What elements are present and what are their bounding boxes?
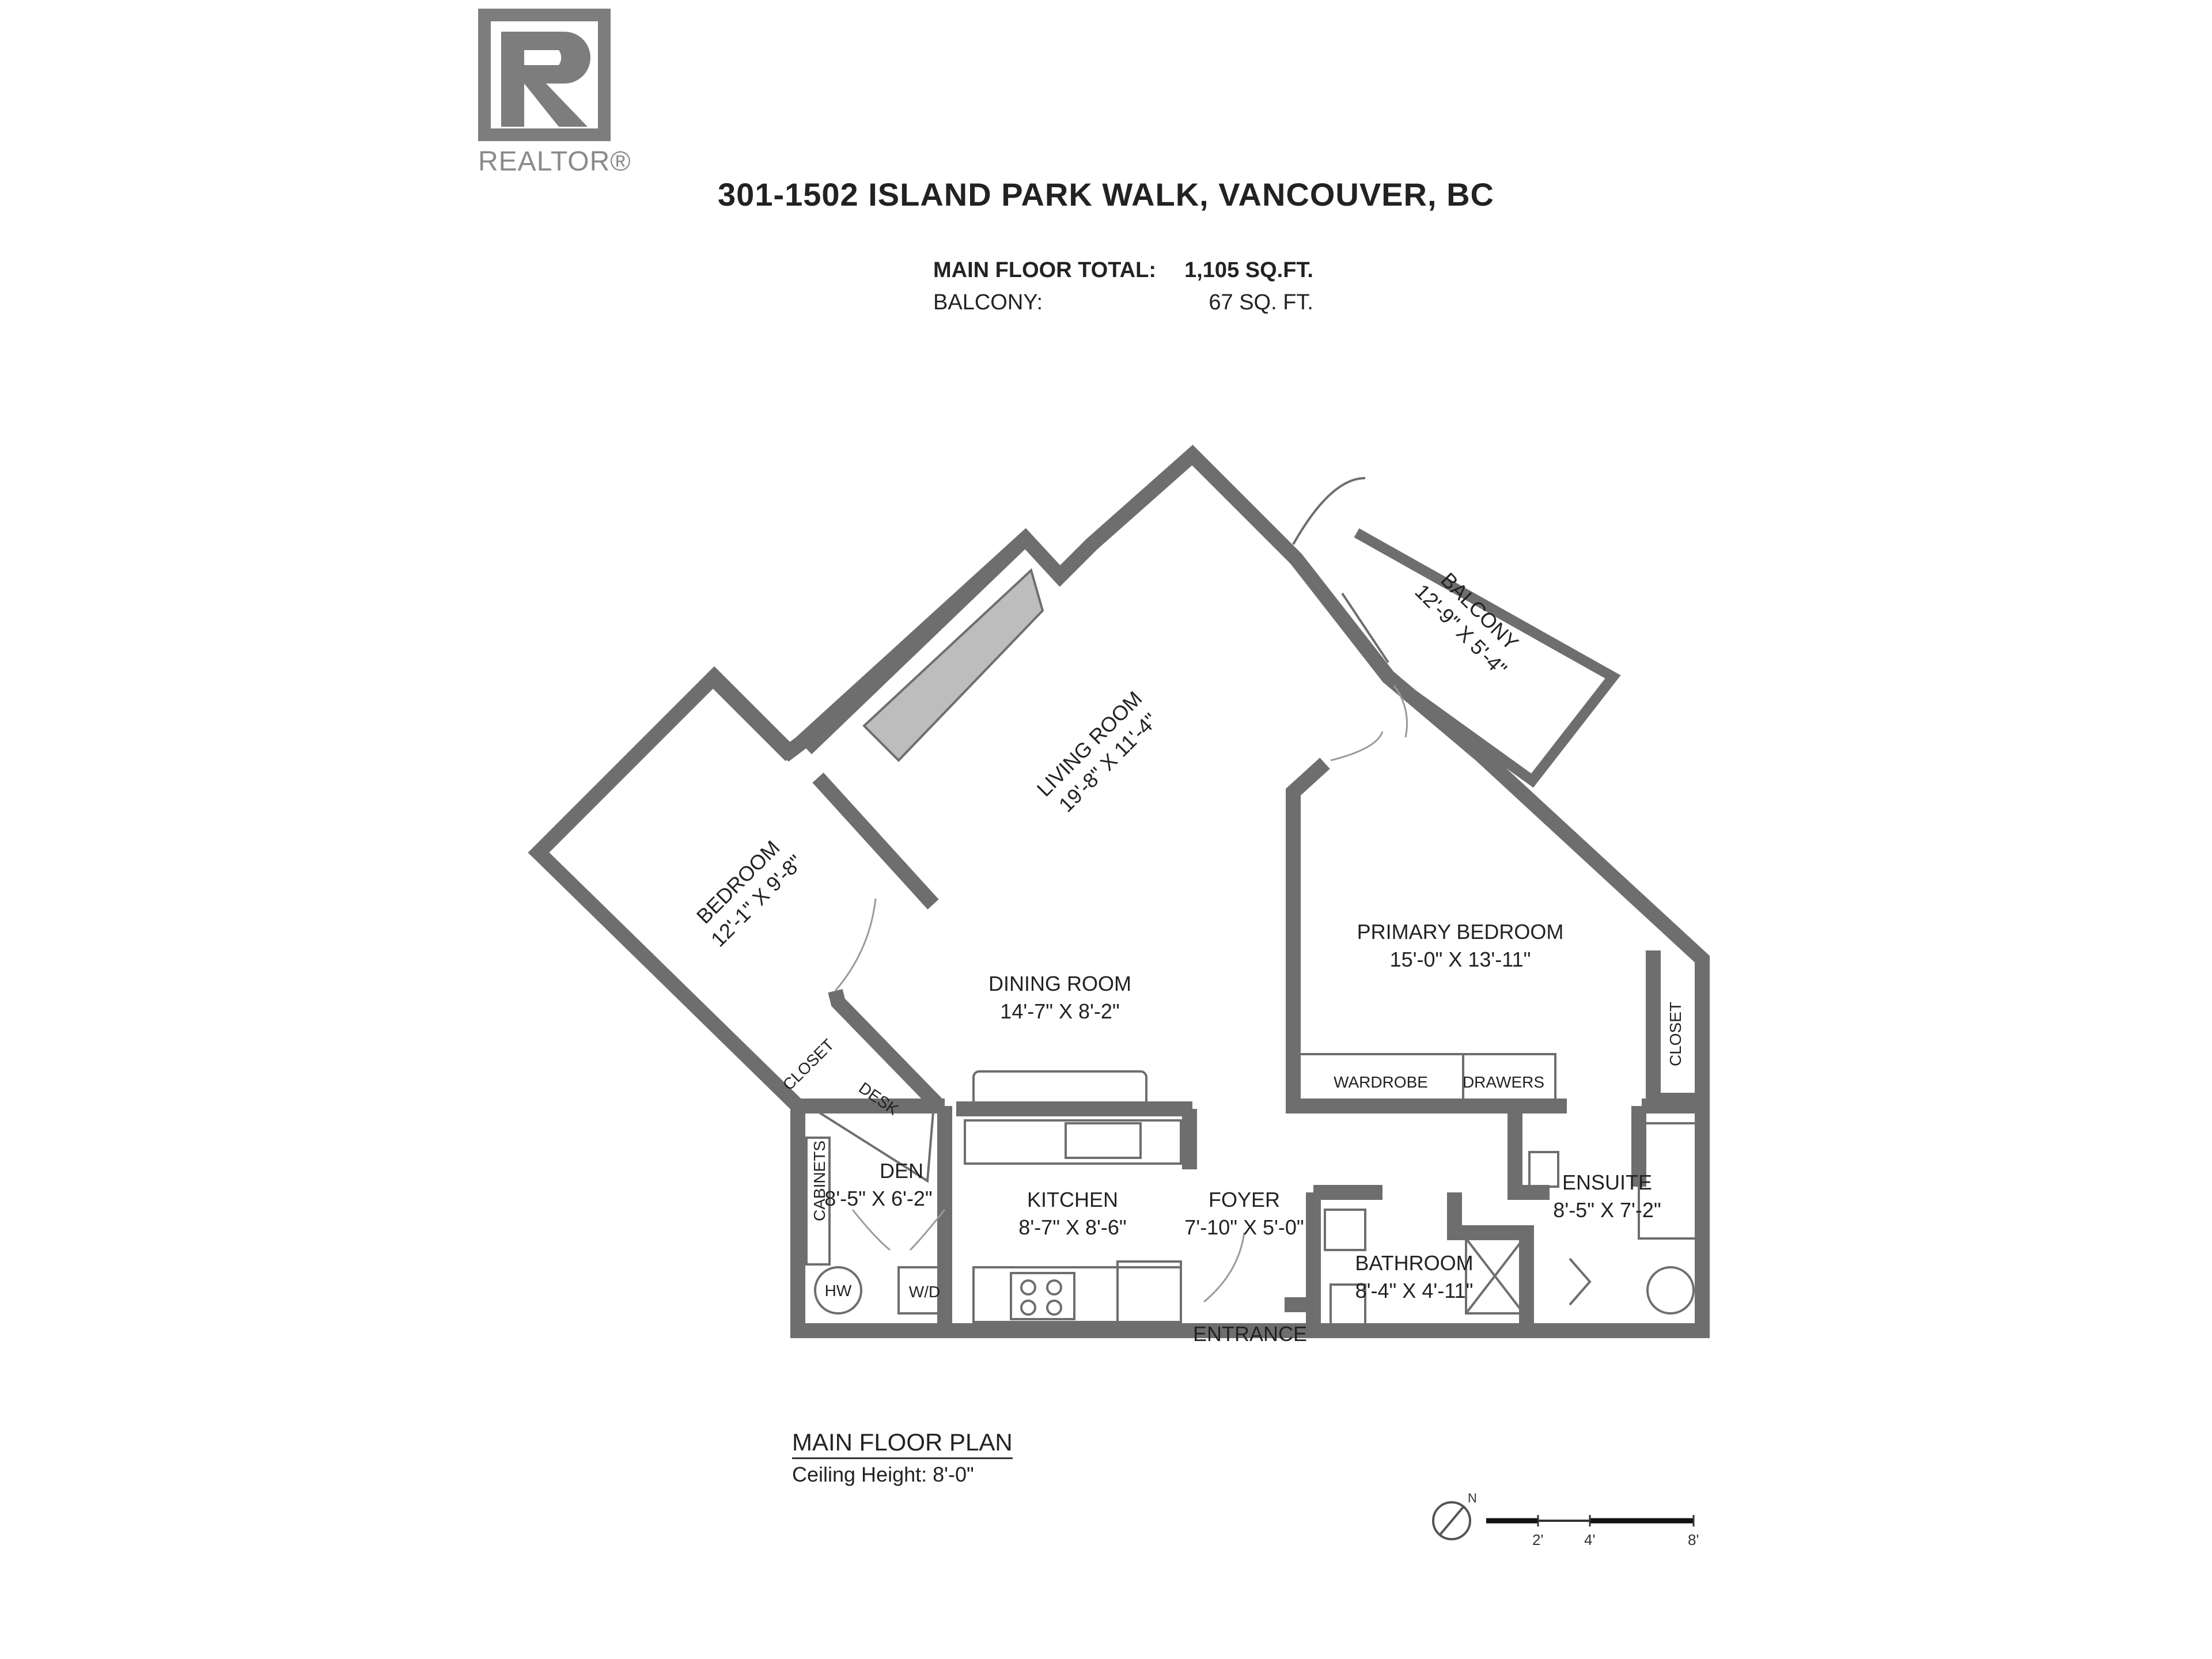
- balcony-outline: [1354, 528, 1621, 788]
- kitchen-fixtures: [964, 1070, 1182, 1323]
- dining-room-dims: 14'-7" X 8'-2": [1000, 999, 1119, 1023]
- hw-label: HW: [825, 1282, 852, 1300]
- bedroom-partition-wall: [812, 772, 945, 1112]
- floor-plan-caption: MAIN FLOOR PLAN Ceiling Height: 8'-0": [792, 1429, 1013, 1487]
- bathroom-fixtures: [1324, 1122, 1698, 1326]
- den-name: DEN: [880, 1159, 923, 1183]
- property-address-title: 301-1502 ISLAND PARK WALK, VANCOUVER, BC: [718, 176, 1494, 213]
- dining-room-name: DINING ROOM: [988, 972, 1131, 995]
- wd-label: W/D: [909, 1283, 940, 1301]
- realtor-wordmark: REALTOR®: [478, 146, 631, 177]
- door-swings: [834, 685, 1408, 1303]
- balcony-area-label: BALCONY:: [933, 290, 1043, 315]
- ensuite-dims: 8'-5" X 7'-2": [1553, 1198, 1661, 1222]
- living-room-fireplace-wall: [801, 533, 1031, 755]
- bathroom-dims: 8'-4" X 4'-11": [1355, 1279, 1474, 1302]
- scale-tick-2: 2': [1532, 1531, 1543, 1548]
- den-dims: 8'-5" X 6'-2": [824, 1187, 932, 1210]
- scale-tick-8: 8': [1688, 1531, 1699, 1548]
- cabinets-label: CABINETS: [810, 1141, 828, 1221]
- main-floor-total-value: 1,105 SQ.FT.: [1184, 258, 1313, 282]
- kitchen-name: KITCHEN: [1027, 1188, 1118, 1211]
- kitchen-dims: 8'-7" X 8'-6": [1018, 1215, 1126, 1239]
- bathroom-name: BATHROOM: [1355, 1251, 1473, 1275]
- bathroom-walls: [1285, 1185, 1534, 1331]
- den-fixtures: [805, 1111, 952, 1315]
- north-compass-icon: N: [1432, 1491, 1477, 1540]
- area-summary: MAIN FLOOR TOTAL: 1,105 SQ.FT. BALCONY: …: [933, 258, 1313, 323]
- ensuite-name: ENSUITE: [1562, 1171, 1652, 1194]
- foyer-dims: 7'-10" X 5'-0": [1184, 1215, 1304, 1239]
- closet-right-label: CLOSET: [1666, 1002, 1684, 1066]
- floor-plan-title: MAIN FLOOR PLAN: [792, 1429, 1013, 1459]
- drawers-label: DRAWERS: [1463, 1073, 1544, 1091]
- balcony-area-row: BALCONY: 67 SQ. FT.: [933, 290, 1313, 323]
- entrance-label: ENTRANCE: [1193, 1322, 1307, 1346]
- wardrobe-drawers: [1298, 1053, 1556, 1101]
- wardrobe-label: WARDROBE: [1334, 1073, 1428, 1091]
- primary-closet-wall: [1646, 950, 1702, 1108]
- realtor-logo: REALTOR®: [478, 9, 631, 177]
- primary-bedroom-name: PRIMARY BEDROOM: [1357, 920, 1564, 944]
- balcony-area-value: 67 SQ. FT.: [1209, 290, 1313, 315]
- closet-left-label: CLOSET: [779, 1036, 838, 1094]
- exterior-wall: [528, 445, 1710, 1338]
- main-floor-total-row: MAIN FLOOR TOTAL: 1,105 SQ.FT.: [933, 258, 1313, 290]
- scale-bar: 2' 4' 8': [1486, 1515, 1699, 1548]
- kitchen-walls: [956, 1101, 1197, 1169]
- fireplace: [862, 568, 1044, 762]
- compass-north-label: N: [1468, 1491, 1477, 1505]
- foyer-name: FOYER: [1209, 1188, 1280, 1211]
- ceiling-height: Ceiling Height: 8'-0": [792, 1463, 974, 1486]
- walls: [528, 445, 1710, 1338]
- windows: [707, 460, 1476, 762]
- realtor-r-logo-icon: [478, 9, 611, 141]
- den-partition-wall: [795, 1099, 952, 1331]
- balcony-curved-rail: [1292, 477, 1366, 545]
- scale-tick-4: 4': [1584, 1531, 1595, 1548]
- main-floor-total-label: MAIN FLOOR TOTAL:: [933, 258, 1156, 282]
- primary-bedroom-dims: 15'-0" X 13'-11": [1390, 948, 1531, 971]
